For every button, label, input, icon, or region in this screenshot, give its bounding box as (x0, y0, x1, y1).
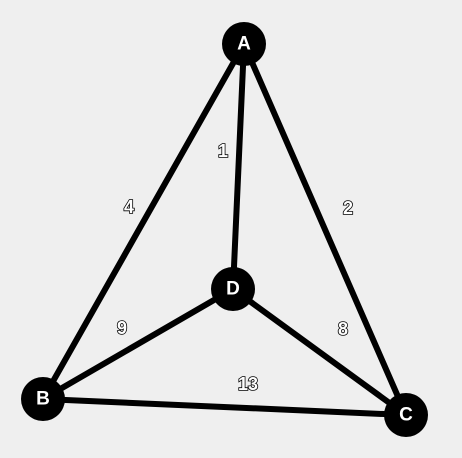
nodes-layer: A B C D (21, 22, 428, 437)
edge-c-d (230, 286, 409, 418)
edge-weight-b-c: 13 (238, 374, 258, 394)
edge-a-b (40, 41, 247, 402)
edges-layer (40, 41, 409, 418)
edge-weight-c-d: 8 (338, 319, 348, 339)
edge-b-c (40, 396, 409, 418)
node-label-d: D (226, 279, 240, 300)
edge-weight-b-d: 9 (117, 318, 127, 338)
edge-b-d (40, 286, 236, 402)
weights-layer: 4 2 1 9 8 13 (116, 140, 354, 395)
edge-a-d (230, 41, 247, 292)
node-label-c: C (399, 405, 413, 426)
node-label-a: A (237, 34, 251, 55)
edge-weight-a-d: 1 (218, 141, 228, 161)
node-b: B (21, 377, 65, 421)
node-c: C (384, 393, 428, 437)
edge-weight-a-c: 2 (343, 198, 353, 218)
node-label-b: B (36, 389, 50, 410)
edge-weight-a-b: 4 (124, 197, 134, 217)
node-d: D (211, 267, 255, 311)
node-a: A (222, 22, 266, 66)
edge-a-c (241, 41, 409, 418)
